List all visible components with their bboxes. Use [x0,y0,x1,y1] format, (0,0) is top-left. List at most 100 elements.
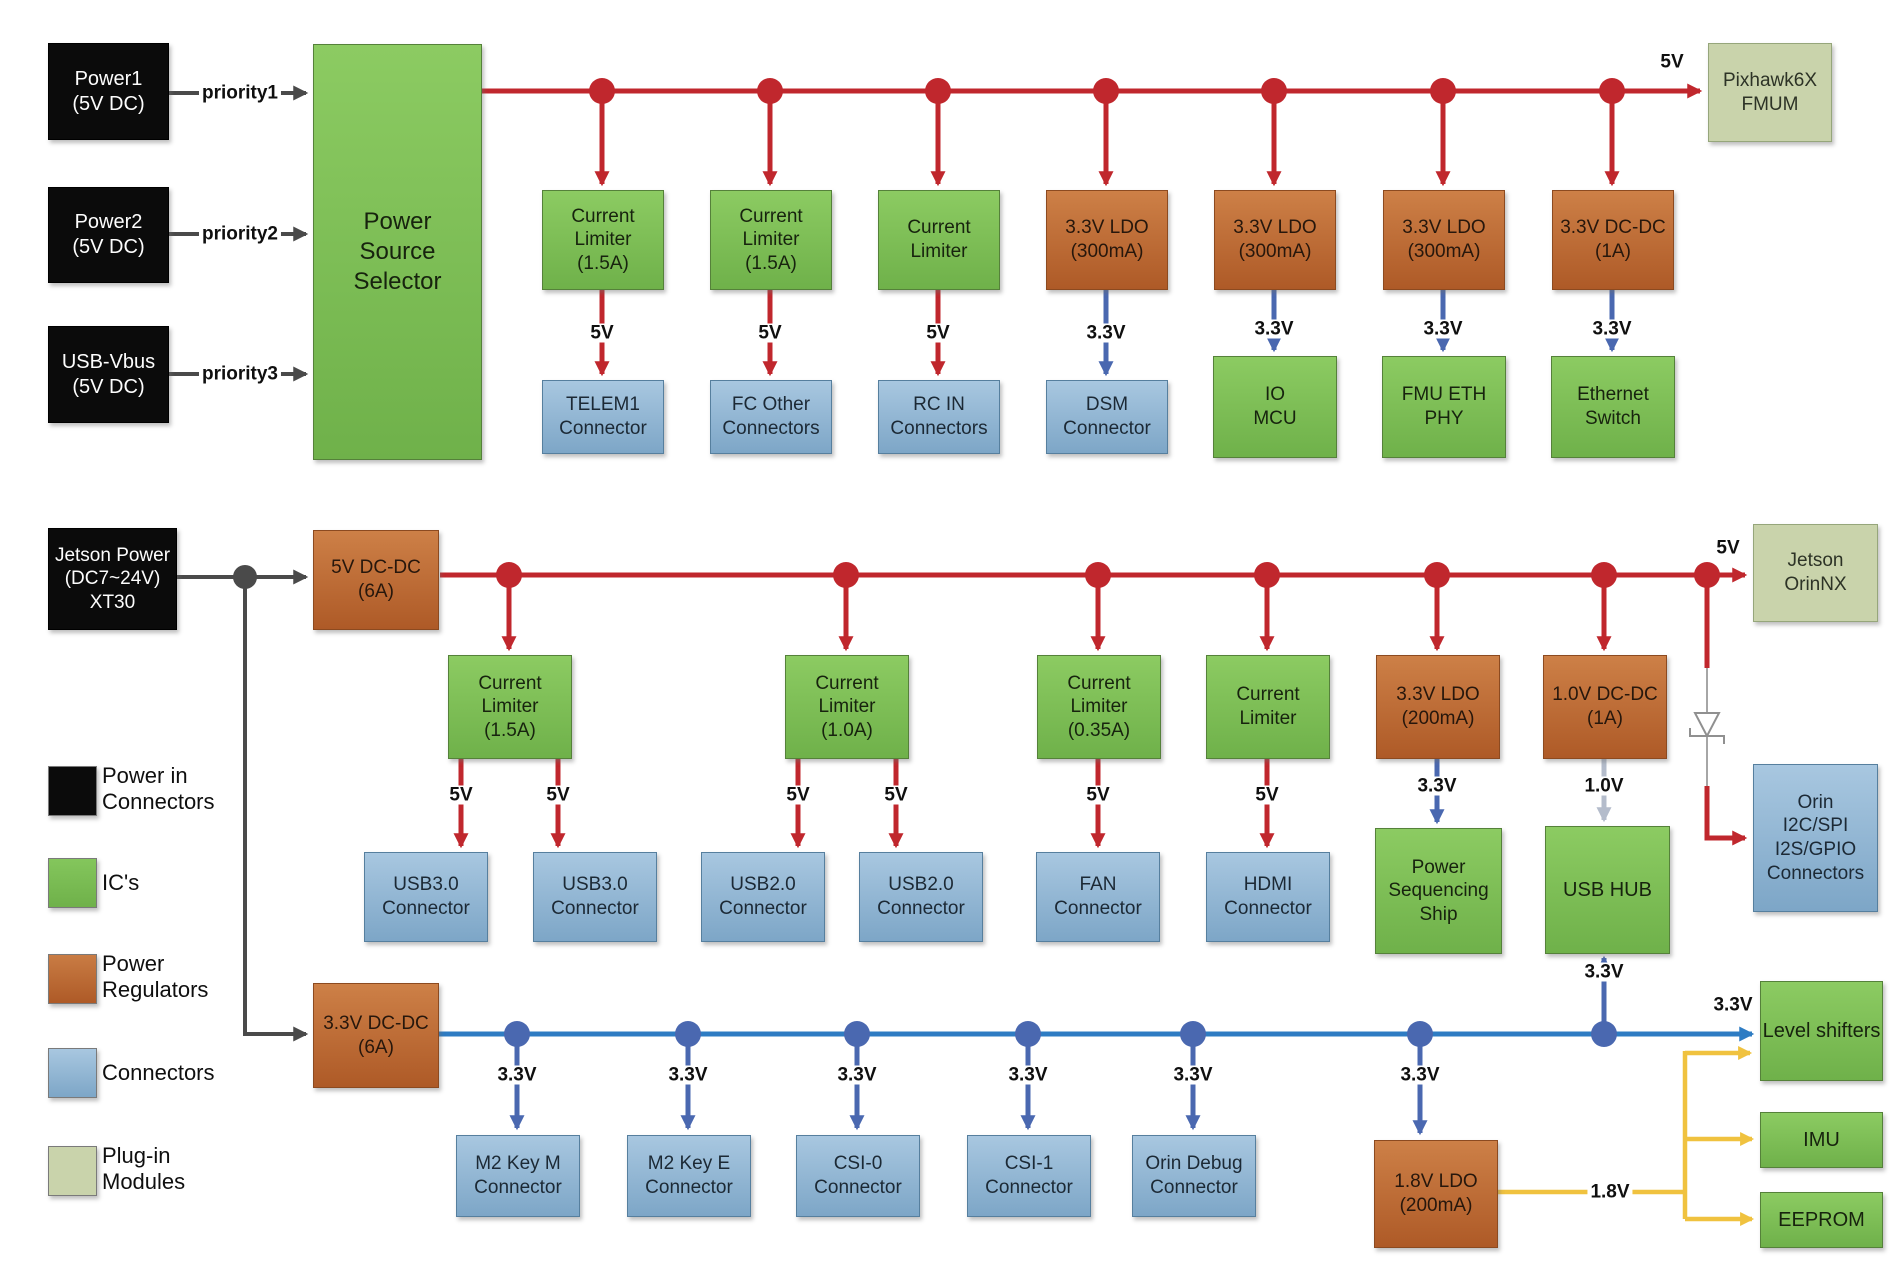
node-current-limiter-1a0-usb2: Current Limiter (1.0A) [785,655,909,759]
node-m2-key-m-connector: M2 Key M Connector [456,1135,580,1217]
node-label: 3.3V LDO (300mA) [1233,217,1317,262]
voltage-label-5v: 5V [1252,785,1282,805]
node-usb2-connector-2: USB2.0 Connector [859,852,983,942]
node-label: USB2.0 Connector [877,874,965,919]
diode-wire [1689,575,1748,846]
node-label: FC Other Connectors [722,394,820,439]
voltage-label-3v3: 3.3V [665,1065,711,1085]
node-ldo-3v3-300ma-iomcu: 3.3V LDO (300mA) [1214,190,1336,290]
blue-bus [437,955,1755,1136]
legend-swatch-regulators [48,954,97,1004]
node-fmu-eth-phy: FMU ETH PHY [1382,356,1506,458]
voltage-label-3v3: 3.3V [834,1065,880,1085]
node-current-limiter-1a5-usb3: Current Limiter (1.5A) [448,655,572,759]
node-rc-in-connectors: RC IN Connectors [878,380,1000,454]
node-ldo-3v3-300ma-ethphy: 3.3V LDO (300mA) [1383,190,1505,290]
node-dcdc-3v3-6a: 3.3V DC-DC (6A) [313,983,439,1088]
node-label: 3.3V LDO (300mA) [1402,217,1486,262]
node-current-limiter-hdmi: Current Limiter [1206,655,1330,759]
voltage-label-3v3: 3.3V [1414,776,1460,796]
node-label: Ethernet Switch [1577,384,1649,429]
node-csi1-connector: CSI-1 Connector [967,1135,1091,1217]
node-label: 1.0V DC-DC (1A) [1552,684,1658,729]
node-level-shifters: Level shifters [1760,981,1883,1081]
node-label: M2 Key M Connector [474,1153,562,1198]
top-red-bus [482,78,1703,187]
node-io-mcu: IO MCU [1213,356,1337,458]
node-orin-debug-connector: Orin Debug Connector [1132,1135,1256,1217]
node-usb-hub: USB HUB [1545,826,1670,954]
node-label: TELEM1 Connector [559,394,647,439]
node-power-sequencing-ship: Power Sequencing Ship [1375,828,1502,954]
node-label: HDMI Connector [1224,874,1312,919]
node-label: Power2 (5V DC) [72,211,145,258]
node-usb-vbus: USB-Vbus (5V DC) [48,326,169,423]
legend-label-modules: Plug-in Modules [102,1143,186,1194]
voltage-label-5v: 5V [1716,537,1740,559]
priority2-label: priority2 [198,224,282,244]
voltage-label-5v: 5V [923,323,953,343]
legend-swatch-power-in [48,766,97,816]
node-label: Current Limiter (0.35A) [1067,672,1131,741]
node-label: M2 Key E Connector [645,1153,733,1198]
node-label: Power1 (5V DC) [72,67,145,115]
node-fc-other-connectors: FC Other Connectors [710,380,832,454]
node-dsm-connector: DSM Connector [1046,380,1168,454]
node-hdmi-connector: HDMI Connector [1206,852,1330,942]
legend-label-power-in: Power in Connectors [102,763,215,814]
node-label: 3.3V LDO (200mA) [1396,684,1480,729]
node-ldo-1v8-200ma: 1.8V LDO (200mA) [1374,1140,1498,1248]
node-dcdc-3v3-1a: 3.3V DC-DC (1A) [1552,190,1674,290]
voltage-label-3v3: 3.3V [1420,319,1466,339]
node-usb2-connector-1: USB2.0 Connector [701,852,825,942]
node-label: CSI-1 Connector [985,1153,1073,1198]
node-ldo-3v3-300ma-dsm: 3.3V LDO (300mA) [1046,190,1168,290]
node-label: USB3.0 Connector [382,874,470,919]
legend-label-ics: IC's [102,870,140,895]
legend-swatch-connectors [48,1048,97,1098]
voltage-label-5v: 5V [587,323,617,343]
node-m2-key-e-connector: M2 Key E Connector [627,1135,751,1217]
voltage-label-3v3: 3.3V [1397,1065,1443,1085]
node-label: 5V DC-DC (6A) [331,557,421,602]
node-label: Current Limiter (1.0A) [815,672,879,741]
node-label: USB2.0 Connector [719,874,807,919]
voltage-label-3v3: 3.3V [1589,319,1635,339]
node-current-limiter-1a5-telem1: Current Limiter (1.5A) [542,190,664,290]
voltage-label-3v3: 3.3V [1083,323,1129,343]
voltage-label-3v3: 3.3V [1251,319,1297,339]
node-orin-i2c-spi-connectors: Orin I2C/SPI I2S/GPIO Connectors [1753,764,1878,912]
node-power2: Power2 (5V DC) [48,187,169,283]
legend-label-connectors: Connectors [102,1060,215,1085]
node-ldo-3v3-200ma: 3.3V LDO (200mA) [1376,655,1500,759]
node-csi0-connector: CSI-0 Connector [796,1135,920,1217]
node-label: USB3.0 Connector [551,874,639,919]
node-label: 1.8V LDO (200mA) [1394,1171,1478,1216]
voltage-label-5v: 5V [1660,51,1684,73]
node-current-limiter-rcin: Current Limiter [878,190,1000,290]
voltage-label-1v8: 1.8V [1587,1182,1633,1202]
node-jetson-orinnx: Jetson OrinNX [1753,524,1878,622]
voltage-label-3v3: 3.3V [1581,962,1627,982]
voltage-label-5v: 5V [543,785,573,805]
node-label: EEPROM [1778,1208,1865,1231]
voltage-label-3v3: 3.3V [494,1065,540,1085]
diode-icon [1693,712,1721,739]
voltage-label-5v: 5V [881,785,911,805]
node-current-limiter-0a35-fan: Current Limiter (0.35A) [1037,655,1161,759]
priority1-label: priority1 [198,83,282,103]
node-label: CSI-0 Connector [814,1153,902,1198]
node-label: FAN Connector [1054,874,1142,919]
node-power-source-selector: Power Source Selector [313,44,482,460]
voltage-label-3v3: 3.3V [1170,1065,1216,1085]
node-label: Power Sequencing Ship [1388,856,1489,925]
node-label: FMU ETH PHY [1401,384,1487,429]
node-dcdc-5v-6a: 5V DC-DC (6A) [313,530,439,630]
node-ethernet-switch: Ethernet Switch [1551,356,1675,458]
node-telem1-connector: TELEM1 Connector [542,380,664,454]
voltage-label-3v3: 3.3V [1713,994,1753,1016]
node-current-limiter-1a5-fc: Current Limiter (1.5A) [710,190,832,290]
node-label: Current Limiter (1.5A) [739,205,803,274]
